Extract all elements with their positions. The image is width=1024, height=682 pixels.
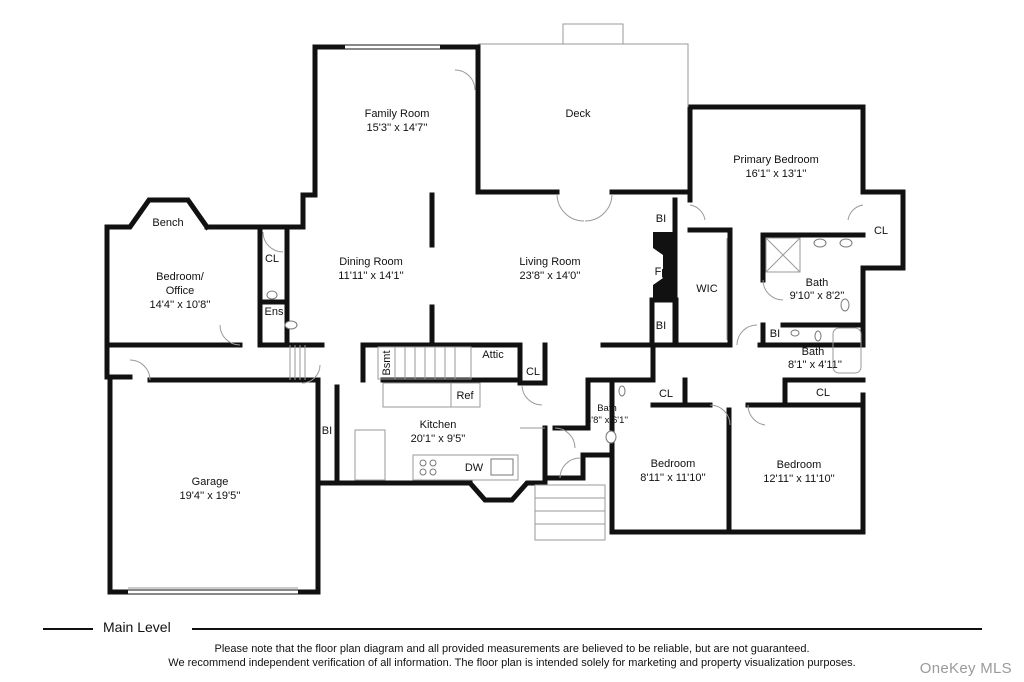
caption-rule-left [43,628,93,630]
primary-bedroom-size: 16'1'' x 13'1'' [746,168,807,180]
bath-2-size: 8'1'' x 4'11'' [788,359,842,371]
fireplace-name: Fp [655,266,668,278]
built-in-1-name: BI [656,213,666,225]
family-room-name: Family Room [365,108,430,120]
caption-rule-right [192,628,982,630]
wic-name: WIC [696,283,717,295]
office-closet-name: CL [265,253,279,265]
brand-watermark: OneKey MLS [919,660,1012,677]
built-in-2-name: BI [656,320,666,332]
basement-name: Bsmt [381,350,393,375]
dining-room-size: 11'11'' x 14'1'' [338,270,403,282]
office-name-line2: Office [166,285,195,297]
dishwasher-name: DW [465,462,484,474]
disclaimer-line-1: Please note that the floor plan diagram … [214,643,810,655]
office-size: 14'4'' x 10'8'' [150,299,211,311]
garage-size: 19'4'' x 19'5'' [180,490,241,502]
floor-plan: Family Room 15'3'' x 14'7'' Deck Primary… [104,23,906,595]
bedroom-2-size: 12'11'' x 11'10'' [763,473,835,485]
bath-2-name: Bath [802,346,825,358]
hall-closet-name: CL [526,366,540,378]
small-bath-name: Bath [597,403,617,414]
deck-name: Deck [565,108,591,120]
bedroom-1-closet-name: CL [659,388,673,400]
level-caption: Main Level [0,619,1024,639]
attic-name: Attic [482,349,504,361]
garage-name: Garage [192,476,229,488]
details [128,23,864,594]
kitchen-name: Kitchen [420,419,457,431]
kitchen-size: 20'1'' x 9'5'' [411,433,466,445]
fireplace-shape [653,232,675,300]
walls [104,44,906,595]
disclaimer: Please note that the floor plan diagram … [0,642,1024,670]
primary-bath-name: Bath [806,277,829,289]
level-title: Main Level [103,619,171,635]
built-in-3-name: BI [770,328,780,340]
office-name-line1: Bedroom/ [156,271,205,283]
ensuite-name: Ens [265,306,284,318]
living-room-name: Living Room [519,256,580,268]
small-bath-size: 3'8'' x 6'1'' [586,415,628,426]
primary-closet-name: CL [874,225,888,237]
bedroom-1-size: 8'11'' x 11'10'' [640,472,705,484]
garage-built-in-name: BI [322,425,332,437]
fixtures [266,238,853,476]
primary-bedroom-name: Primary Bedroom [733,154,819,166]
disclaimer-line-2: We recommend independent verification of… [168,657,856,669]
family-room-size: 15'3'' x 14'7'' [367,122,428,134]
dining-room-name: Dining Room [339,256,403,268]
refrigerator-name: Ref [456,390,474,402]
bench-name: Bench [152,217,183,229]
primary-bath-size: 9'10'' x 8'2'' [790,290,845,302]
bedroom-2-name: Bedroom [777,459,822,471]
living-room-size: 23'8'' x 14'0'' [520,270,581,282]
bedroom-2-closet-name: CL [816,387,830,399]
bedroom-1-name: Bedroom [651,458,696,470]
